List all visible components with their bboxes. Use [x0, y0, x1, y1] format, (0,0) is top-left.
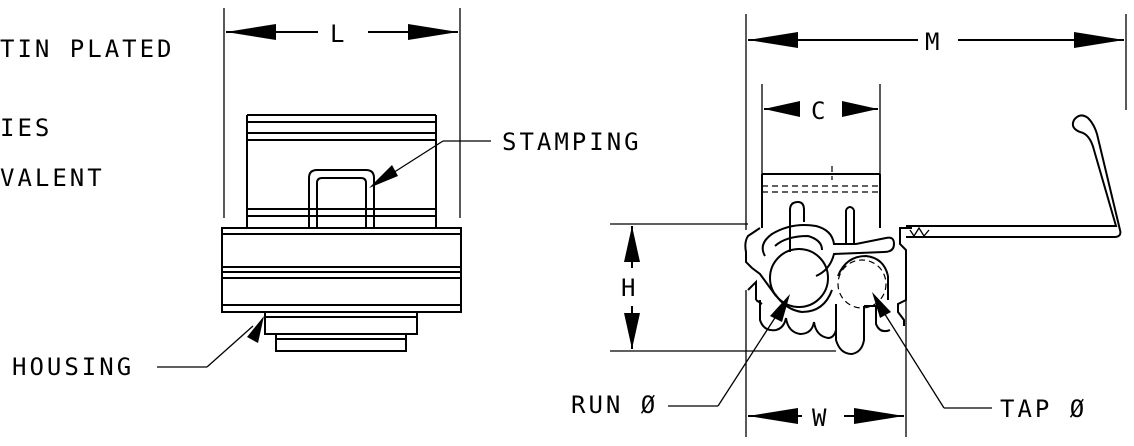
- dimension-h-label: H: [621, 274, 638, 302]
- tap-conductor: [837, 254, 889, 309]
- front-middle-band: [221, 227, 462, 313]
- front-view: L: [12, 8, 642, 381]
- note-tin-plated: TIN PLATED: [0, 35, 175, 63]
- dimension-c-label: C: [811, 97, 828, 125]
- note-ies: IES: [0, 114, 52, 142]
- side-body: [744, 200, 912, 326]
- side-top-cap: [761, 166, 881, 228]
- housing-callout: HOUSING: [12, 316, 264, 381]
- notes-block: TIN PLATED IES VALENT: [0, 35, 175, 192]
- dimension-l: L: [223, 8, 461, 218]
- run-label: RUN Ø: [571, 391, 658, 419]
- front-lower-steps: [264, 311, 418, 352]
- lower-scallops: [759, 304, 891, 356]
- tap-callout: TAP Ø: [872, 292, 1087, 423]
- wire-hook: [906, 114, 1122, 238]
- stamping-loop: [308, 169, 375, 228]
- dimension-m: M: [745, 14, 1127, 230]
- note-valent: VALENT: [0, 164, 105, 192]
- dimension-c: C: [761, 84, 881, 174]
- dimension-w-label: W: [812, 404, 829, 432]
- run-conductor: [769, 248, 833, 314]
- dimension-m-label: M: [925, 28, 942, 56]
- dimension-l-label: L: [330, 20, 347, 48]
- dimension-h: H: [610, 223, 836, 352]
- stamping-callout: STAMPING: [369, 128, 642, 188]
- tap-label: TAP Ø: [1000, 395, 1087, 423]
- run-callout: RUN Ø: [571, 294, 790, 419]
- housing-label: HOUSING: [12, 353, 134, 381]
- stamping-label: STAMPING: [502, 128, 642, 156]
- side-view: M C: [571, 14, 1127, 437]
- front-upper-body: [246, 114, 437, 228]
- dimension-w: W: [745, 290, 907, 437]
